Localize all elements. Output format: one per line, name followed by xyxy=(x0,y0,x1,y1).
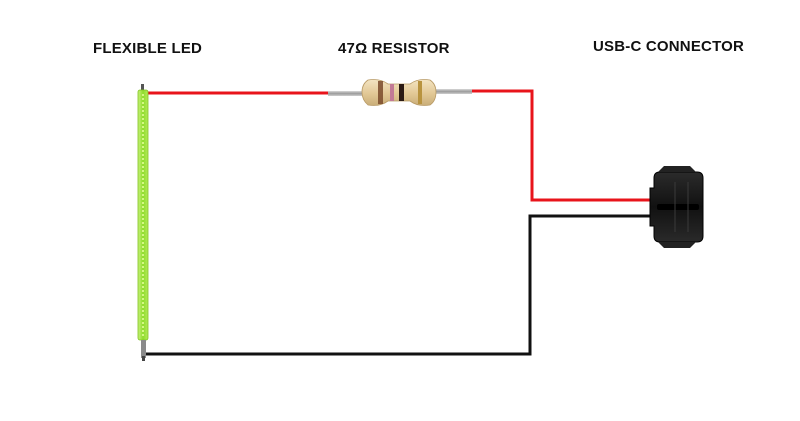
flexible-led xyxy=(137,84,149,361)
negative-wire xyxy=(145,214,655,356)
flexible-led-label: FLEXIBLE LED xyxy=(93,40,203,57)
usb-c-connector-label: USB-C CONNECTOR xyxy=(593,38,745,55)
positive-wire-segment xyxy=(470,89,655,202)
resistor xyxy=(328,79,472,106)
usb-c-connector xyxy=(649,166,704,248)
resistor-label: 47Ω RESISTOR xyxy=(338,40,450,57)
